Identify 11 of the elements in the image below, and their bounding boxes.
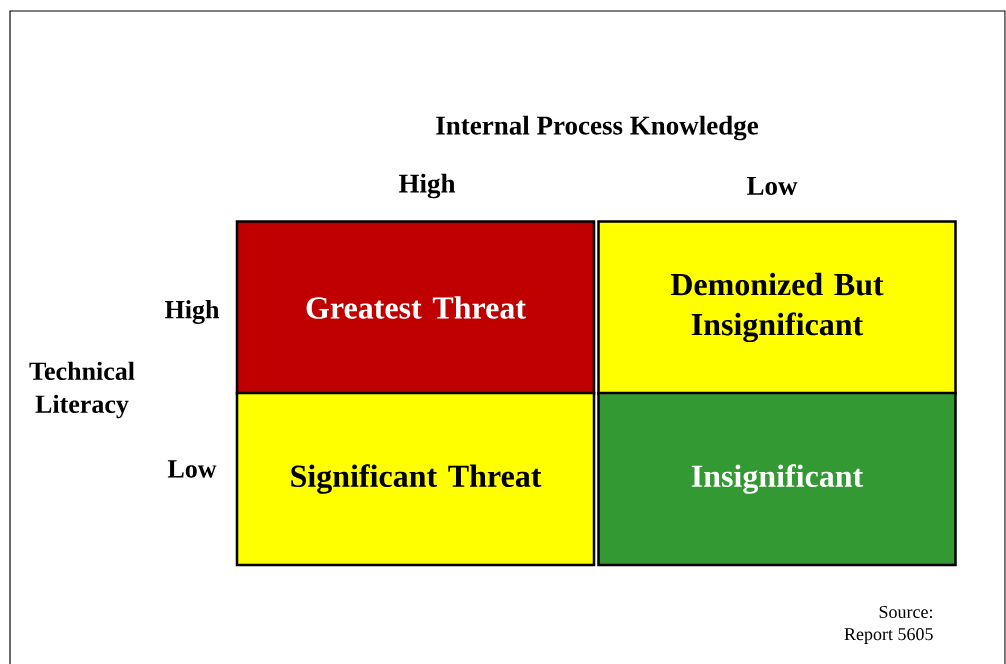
quadrant-box: Greatest Threat	[235, 220, 596, 395]
axis-label: Internal Process Knowledge	[436, 115, 759, 141]
quadrant-box: Demonized But Insignificant	[597, 220, 957, 395]
axis-label: Low	[167, 460, 217, 478]
source-note: Source:	[879, 605, 933, 619]
quadrant-box: Insignificant	[597, 391, 957, 567]
quadrant-box: Significant Threat	[235, 391, 596, 567]
source-note: Report 5605	[844, 628, 933, 644]
axis-label: High	[165, 300, 220, 324]
axis-label: Low	[746, 177, 798, 195]
axis-label: Technical Literacy	[29, 361, 135, 419]
